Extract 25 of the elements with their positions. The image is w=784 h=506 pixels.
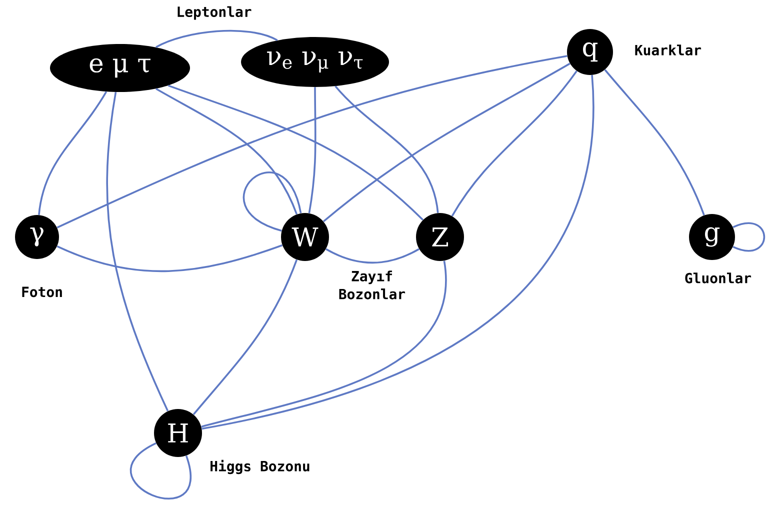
node-label: Gluonlar	[685, 272, 752, 284]
node-label: Kuarklar	[635, 44, 702, 56]
connector-line	[604, 69, 705, 216]
connector-line	[156, 30, 278, 48]
connector-line	[451, 70, 578, 216]
connector-line	[106, 92, 169, 412]
group-label: Leptonlar	[178, 6, 252, 20]
loop-line	[732, 222, 765, 252]
connector-line	[56, 55, 568, 228]
connector-line	[192, 259, 298, 416]
connector-line	[322, 62, 570, 222]
connector-line	[326, 248, 420, 264]
connector-line	[56, 244, 283, 272]
connector-line	[156, 88, 298, 215]
node-label: Foton	[22, 286, 62, 298]
connector-line	[168, 84, 424, 221]
node-label: Higgs Bozonu	[210, 460, 310, 474]
loop-line	[243, 172, 302, 232]
connector-line	[202, 75, 594, 430]
connector-line	[308, 87, 316, 214]
connector-line	[201, 260, 446, 428]
loop-line	[130, 442, 192, 500]
connector-line	[334, 86, 439, 214]
connector-line	[38, 91, 108, 215]
group-label: Zayıf Bozonlar	[339, 270, 406, 300]
